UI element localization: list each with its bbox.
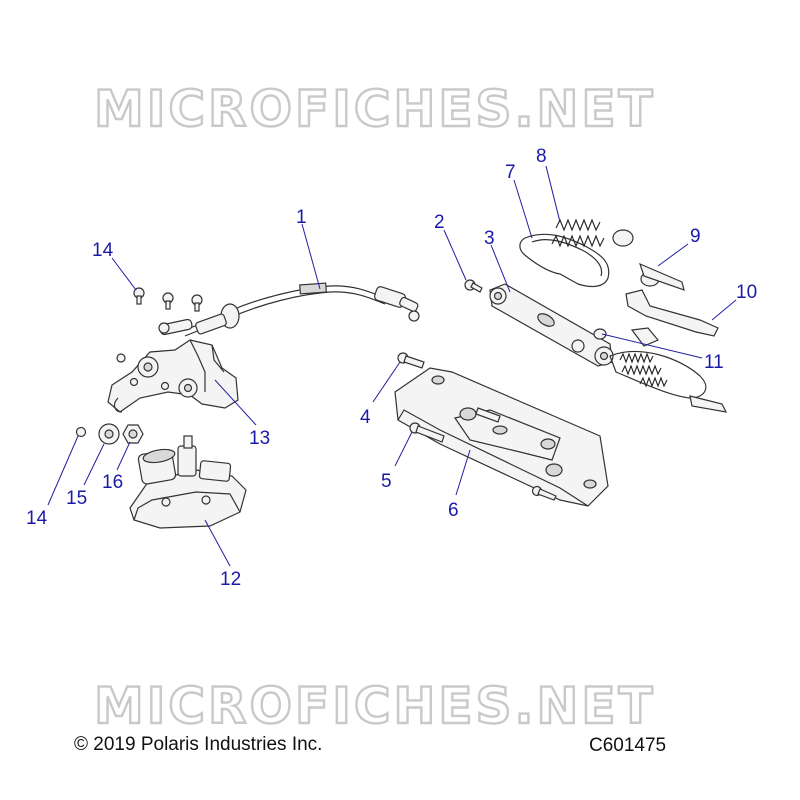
callout-16: 16: [102, 472, 123, 493]
callout-12: 12: [220, 569, 241, 590]
washer-nut-set: [75, 423, 144, 445]
shift-actuator: [129, 435, 247, 529]
bolts: [397, 352, 557, 501]
callout-11: 11: [704, 352, 724, 373]
figure-code: C601475: [589, 735, 666, 756]
callout-2: 2: [434, 212, 445, 233]
link-screw: [464, 279, 483, 293]
shift-cable: [158, 282, 420, 337]
shift-rod-upper: [612, 229, 685, 291]
callout-10: 10: [736, 282, 757, 303]
callout-7: 7: [505, 162, 516, 183]
copyright-text: © 2019 Polaris Industries Inc.: [74, 734, 322, 755]
shift-link: [489, 283, 614, 367]
cable-bracket: [107, 339, 239, 413]
callout-14-top: 14: [92, 240, 114, 261]
callout-15: 15: [66, 488, 87, 509]
callout-8: 8: [536, 146, 547, 167]
callout-3: 3: [484, 228, 495, 249]
shift-plate: [394, 367, 609, 507]
leader-lines: [47, 165, 737, 567]
watermark-top: MICROFICHES.NET: [94, 80, 656, 138]
callout-14-bottom: 14: [26, 508, 48, 529]
callout-9: 9: [690, 226, 701, 247]
callout-5: 5: [381, 471, 392, 492]
bracket-screws: [116, 287, 203, 363]
callout-6: 6: [448, 500, 459, 521]
spring-clip: [519, 233, 610, 288]
callouts: 1 2 3 4 5 6 7 8 9 10 11 12 13 14 14 15 1…: [26, 146, 757, 590]
shift-rod-lower: [625, 289, 719, 347]
spring-pack-assembly: [593, 328, 728, 413]
callout-4: 4: [360, 407, 371, 428]
springs: [551, 218, 605, 248]
callout-1: 1: [296, 207, 307, 228]
callout-13: 13: [249, 428, 270, 449]
watermark-bottom: MICROFICHES.NET: [94, 677, 656, 735]
